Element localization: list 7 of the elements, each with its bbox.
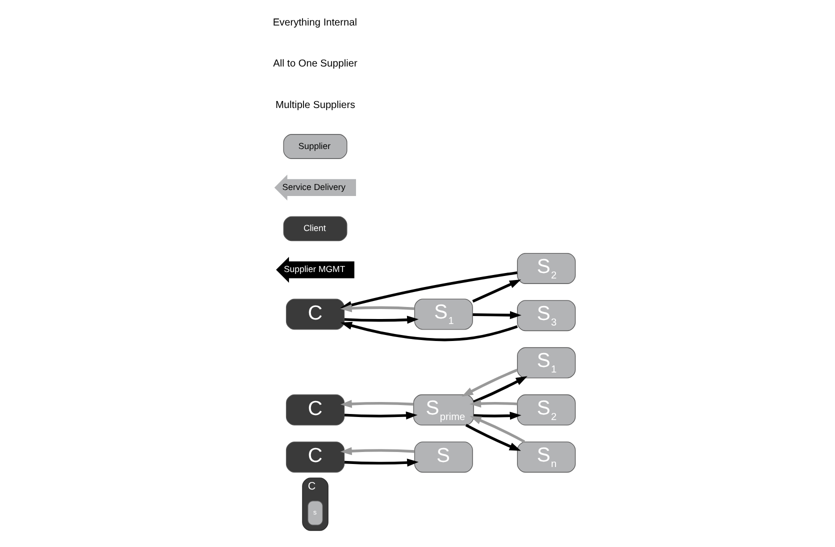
legend-label: Service Delivery [282,182,345,192]
label: Multiple Suppliers [275,100,355,111]
label: Everything Internal [272,18,356,29]
legend-label: Supplier MGMT [283,264,345,274]
label: All to One Supplier [272,58,357,70]
legend-label: Supplier [298,140,330,151]
legend-label: Client [302,222,326,233]
